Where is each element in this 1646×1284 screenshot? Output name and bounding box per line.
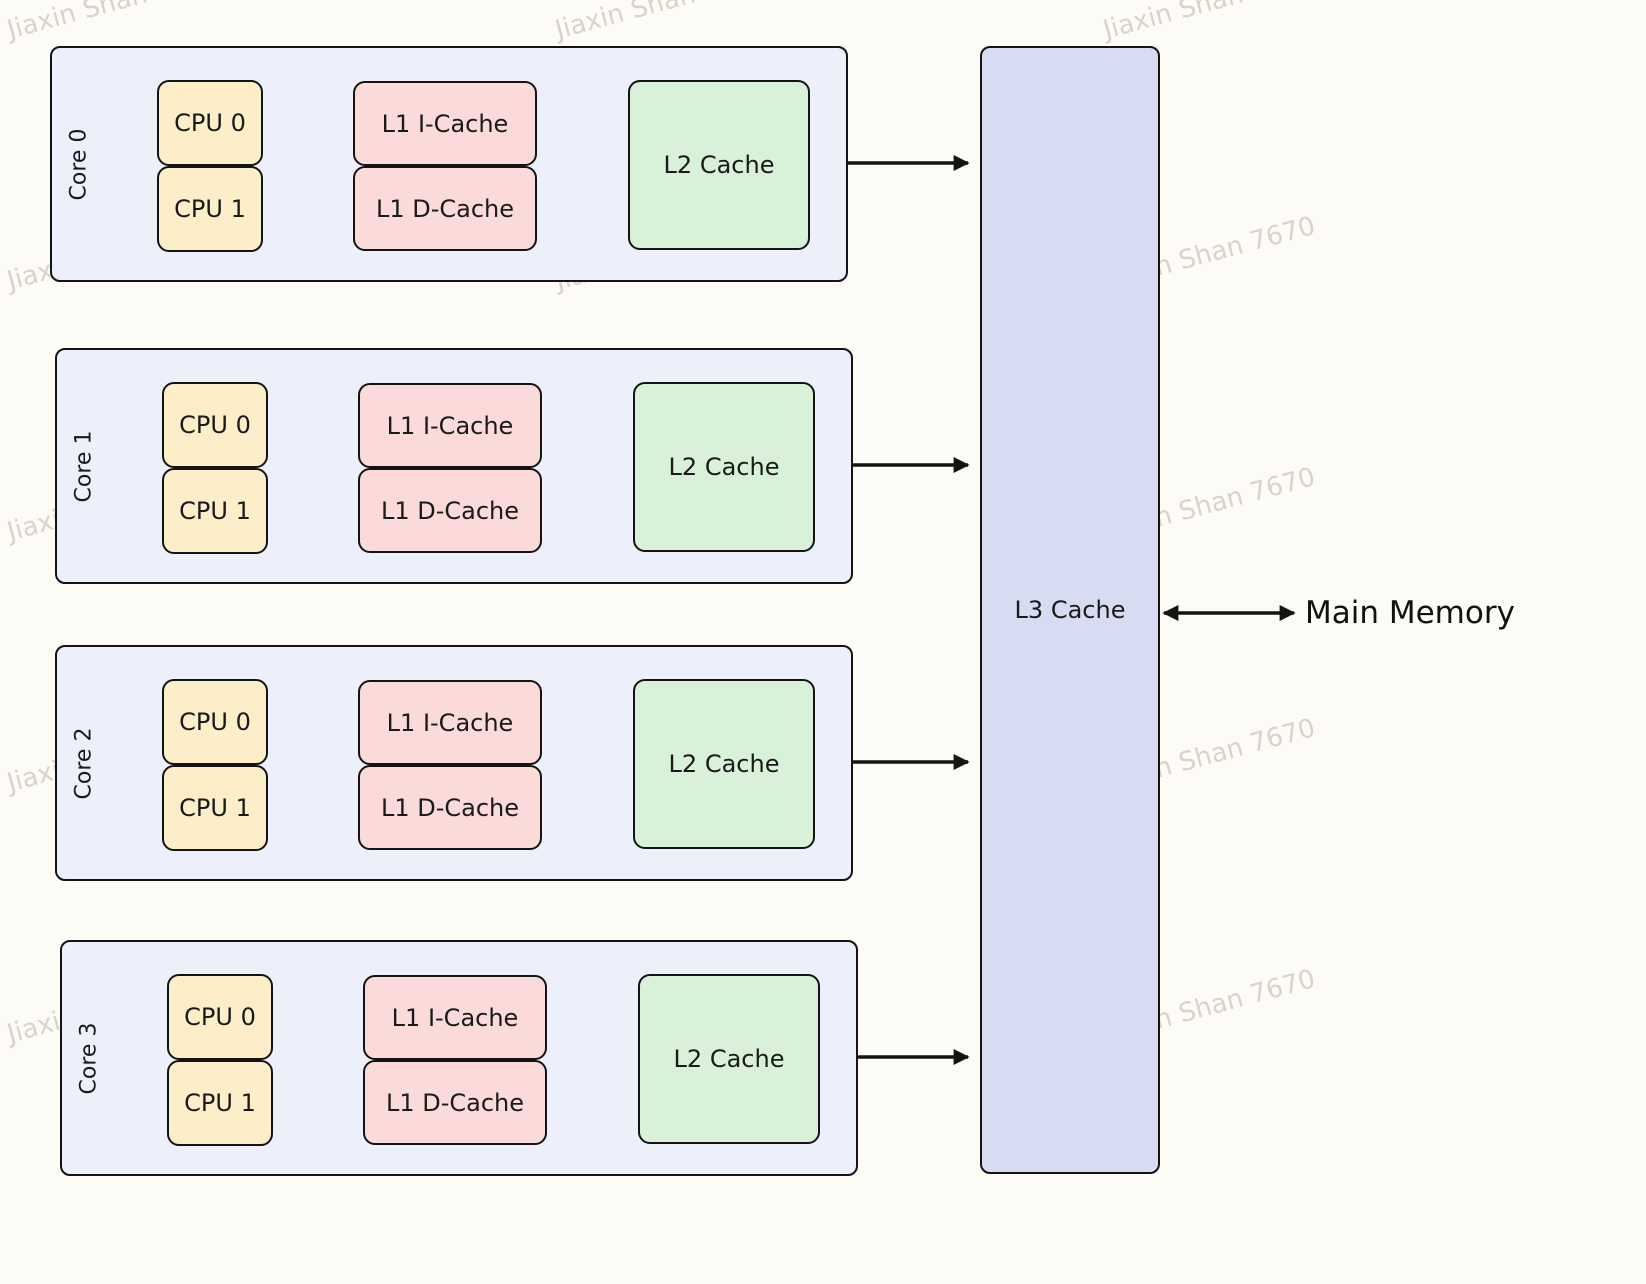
core-3-cpu-0-box: CPU 0 <box>167 974 273 1060</box>
core-0-label: Core 0 <box>56 48 102 280</box>
core-3-label: Core 3 <box>66 942 112 1174</box>
core-1-l1-dcache-box: L1 D-Cache <box>358 468 542 553</box>
core-0-label-text: Core 0 <box>66 128 92 200</box>
core-3-label-text: Core 3 <box>76 1022 102 1094</box>
l3-cache-box: L3 Cache <box>980 46 1160 1174</box>
core-0-l1-icache-box: L1 I-Cache <box>353 81 537 166</box>
core-2-box: Core 2 CPU 0 CPU 1 L1 I-Cache L1 D-Cache… <box>55 645 853 881</box>
core-2-cpu-1-box: CPU 1 <box>162 765 268 851</box>
core-1-label: Core 1 <box>61 350 107 582</box>
core-1-cpu-1-box: CPU 1 <box>162 468 268 554</box>
core-0-cpu-1-box: CPU 1 <box>157 166 263 252</box>
core-2-l1-dcache-box: L1 D-Cache <box>358 765 542 850</box>
watermark-text: Jiaxin Shan 7670 <box>1100 0 1319 46</box>
core-2-label: Core 2 <box>61 647 107 879</box>
core-2-cpu-0-box: CPU 0 <box>162 679 268 765</box>
core-1-box: Core 1 CPU 0 CPU 1 L1 I-Cache L1 D-Cache… <box>55 348 853 584</box>
core-3-l1-dcache-box: L1 D-Cache <box>363 1060 547 1145</box>
watermark-text: Jiaxin Shan 7670 <box>552 0 771 46</box>
core-0-l1-dcache-box: L1 D-Cache <box>353 166 537 251</box>
core-2-l1-icache-box: L1 I-Cache <box>358 680 542 765</box>
core-0-cpu-0-box: CPU 0 <box>157 80 263 166</box>
core-2-label-text: Core 2 <box>71 727 97 799</box>
core-2-l2-cache-box: L2 Cache <box>633 679 815 849</box>
main-memory-label: Main Memory <box>1305 595 1515 631</box>
core-3-cpu-1-box: CPU 1 <box>167 1060 273 1146</box>
watermark-text: Jiaxin Shan 7670 <box>4 0 223 46</box>
core-0-l2-cache-box: L2 Cache <box>628 80 810 250</box>
core-3-box: Core 3 CPU 0 CPU 1 L1 I-Cache L1 D-Cache… <box>60 940 858 1176</box>
core-1-cpu-0-box: CPU 0 <box>162 382 268 468</box>
core-3-l1-icache-box: L1 I-Cache <box>363 975 547 1060</box>
core-1-label-text: Core 1 <box>71 430 97 502</box>
core-1-l1-icache-box: L1 I-Cache <box>358 383 542 468</box>
core-1-l2-cache-box: L2 Cache <box>633 382 815 552</box>
core-0-box: Core 0 CPU 0 CPU 1 L1 I-Cache L1 D-Cache… <box>50 46 848 282</box>
core-3-l2-cache-box: L2 Cache <box>638 974 820 1144</box>
